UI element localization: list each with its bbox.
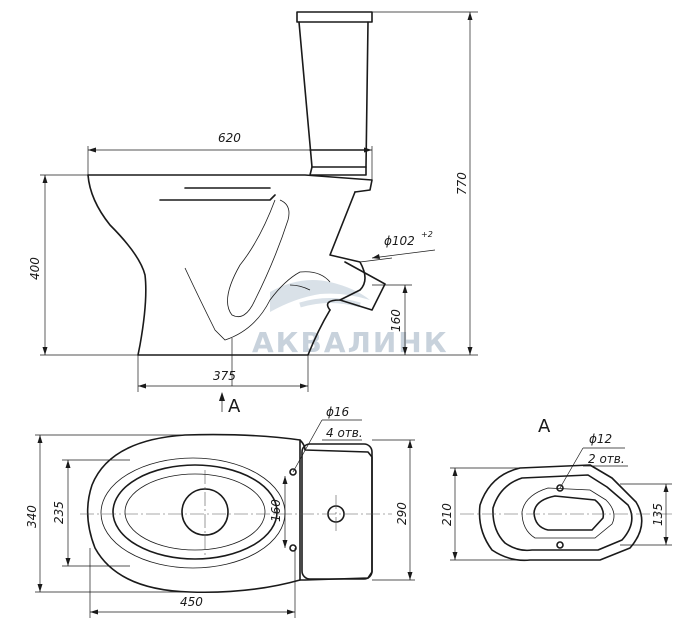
leader-phi12 [559, 447, 584, 489]
view-marker-a: A [228, 396, 241, 417]
view-a-title: А [538, 416, 551, 437]
dim-label-450: 450 [180, 595, 203, 609]
dim-label-235: 235 [52, 501, 66, 524]
tank-lid [296, 11, 373, 23]
bowl-inner-oval [112, 464, 278, 560]
tank-top-rect [301, 443, 373, 580]
dim-label-160-side: 160 [389, 309, 403, 332]
trap-outline [326, 191, 366, 311]
dim-leader-102 [371, 249, 436, 259]
base-hole-2 [556, 541, 564, 549]
dim-label-phi12: ϕ12 [589, 432, 612, 446]
watermark-text: АКВАЛИНК [252, 326, 449, 359]
base-outer [478, 464, 643, 562]
top-view: ϕ16 4 отв. 340 235 160 290 450 [25, 405, 415, 618]
base-inner-1 [492, 474, 633, 552]
mount-hole-2 [289, 544, 297, 552]
dim-label-375: 375 [213, 369, 236, 383]
dim-label-340: 340 [25, 505, 39, 528]
watermark-swoosh-icon [270, 279, 370, 312]
bowl-outline [87, 174, 331, 356]
side-view: 620 400 770 375 ϕ102 +2 160 A [28, 11, 478, 417]
dim-label-620: 620 [218, 131, 241, 145]
dim-label-phi102-tol: +2 [421, 230, 433, 239]
trap-channel [184, 267, 331, 341]
leader-phi16 [292, 419, 323, 473]
dim-label-phi102: ϕ102 [384, 234, 415, 248]
view-arrow-icon [219, 392, 225, 401]
dim-label-4-holes: 4 отв. [326, 426, 363, 440]
dim-label-400: 400 [28, 257, 42, 280]
trap-detail [289, 284, 311, 291]
trap-inner [227, 199, 290, 318]
bowl-water-oval [124, 473, 266, 551]
base-inner-3 [533, 495, 605, 531]
bowl-rim [87, 174, 373, 193]
watermark-wave-icon [299, 298, 361, 308]
bowl-inner-rim [159, 194, 276, 201]
dim-label-135: 135 [651, 503, 665, 526]
base-inner-2 [521, 487, 615, 539]
tank-base [309, 166, 367, 176]
tank-body [298, 21, 369, 168]
dim-label-160-top: 160 [269, 499, 283, 522]
outlet-pipe [339, 261, 386, 311]
dim-label-290: 290 [395, 502, 409, 525]
dim-label-phi16: ϕ16 [326, 405, 350, 419]
watermark: АКВАЛИНК [252, 279, 449, 359]
dim-label-2-holes: 2 отв. [588, 452, 625, 466]
bowl-inner-outer-oval [100, 457, 286, 569]
base-hole-1 [556, 484, 564, 492]
dim-label-210: 210 [440, 503, 454, 526]
bowl-top-outline [86, 433, 301, 594]
dim-label-770: 770 [455, 172, 469, 195]
view-a: А ϕ12 2 отв. 210 135 [440, 416, 672, 562]
mount-hole-1 [289, 468, 297, 476]
tank-top [299, 439, 373, 581]
